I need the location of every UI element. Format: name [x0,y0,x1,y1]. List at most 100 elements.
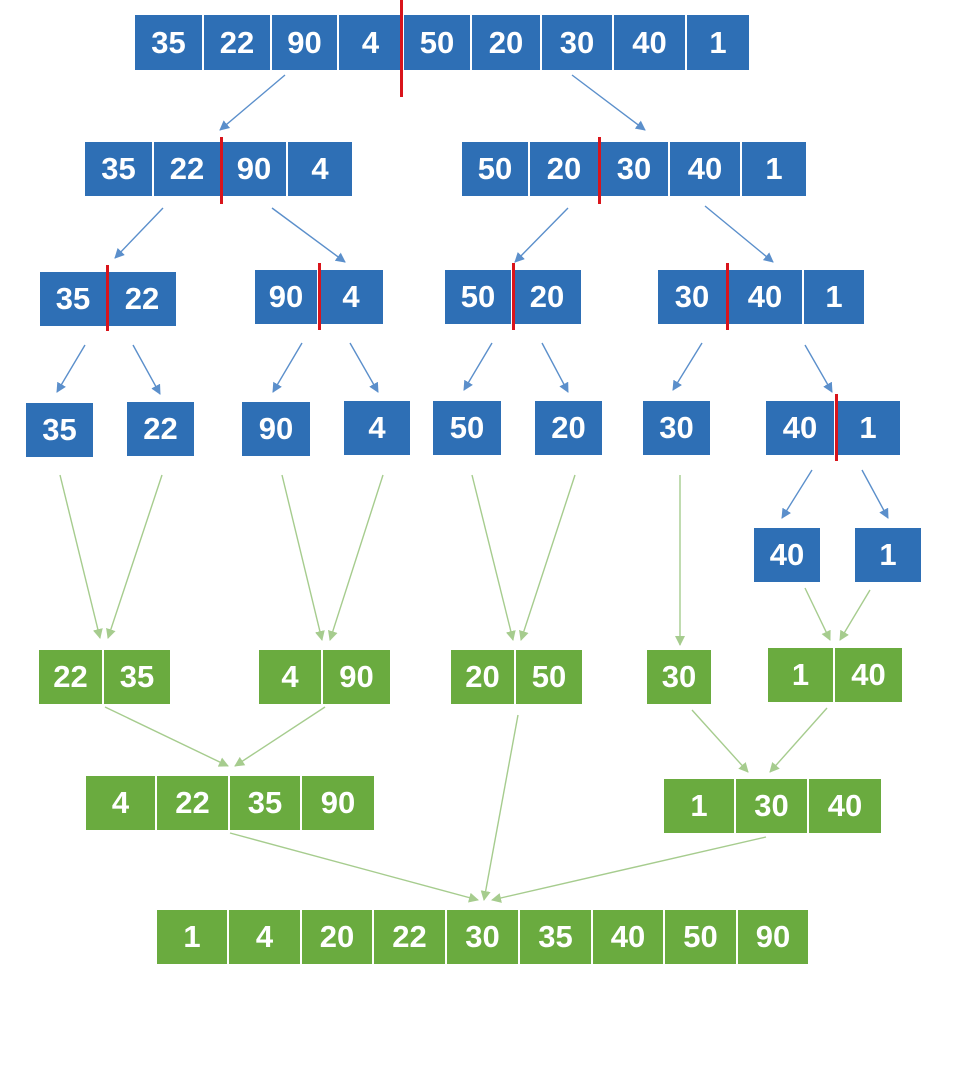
array-cell: 20 [302,910,374,964]
array-cell: 22 [127,402,194,456]
split-single-35: 35 [26,403,93,457]
split-single-50: 50 [433,401,501,455]
merge-arrow [804,587,831,641]
split-arrow [804,344,833,393]
array-cell: 40 [728,270,804,324]
array-cell: 22 [204,15,272,70]
array-cell: 20 [530,142,600,196]
split-arrow [272,342,303,393]
array-cell: 1 [742,142,806,196]
array-cell: 35 [40,272,108,326]
array-cell: 1 [836,401,900,455]
merge-arrow [106,474,163,639]
split-single-1: 1 [855,528,921,582]
split-divider [220,137,223,204]
split-single-30: 30 [643,401,710,455]
array-cell: 1 [157,910,229,964]
array-cell: 40 [835,648,902,702]
array-cell: 30 [600,142,670,196]
split-arrow [571,74,646,131]
array-cell: 22 [157,776,230,830]
merge-arrow [769,707,828,773]
split-single-40: 40 [754,528,820,582]
array-cell: 4 [344,401,410,455]
split-single-4: 4 [344,401,410,455]
array-cell: 40 [670,142,742,196]
split-arrow [672,342,703,391]
split-single-22: 22 [127,402,194,456]
split-arrow [219,74,286,131]
array-cell: 40 [766,401,836,455]
array-cell: 30 [643,401,710,455]
merge-arrow [480,714,519,901]
split-divider [598,137,601,204]
array-cell: 35 [26,403,93,457]
array-cell: 20 [451,650,516,704]
split-arrow [56,344,86,393]
split-single-90: 90 [242,402,310,456]
array-cell: 50 [516,650,582,704]
array-cell: 40 [593,910,665,964]
array-cell: 90 [738,910,808,964]
array-cell: 1 [855,528,921,582]
array-cell: 50 [665,910,738,964]
split-arrow [541,342,569,393]
array-cell: 4 [86,776,157,830]
array-cell: 30 [447,910,520,964]
array-cell: 30 [542,15,614,70]
array-cell: 20 [472,15,542,70]
array-cell: 35 [135,15,204,70]
array-cell: 50 [433,401,501,455]
split-single-20: 20 [535,401,602,455]
split-arrow [463,342,493,391]
array-cell: 50 [404,15,472,70]
split-arrow [781,469,813,519]
merge-arrow [229,832,479,903]
array-cell: 30 [658,270,728,324]
split-arrow [271,207,346,263]
merge-arrow [234,706,326,767]
array-cell: 90 [242,402,310,456]
merge-arrow [491,836,767,903]
split-arrow [704,205,774,263]
array-cell: 20 [535,401,602,455]
array-cell: 40 [614,15,687,70]
merge-arrow [471,474,516,641]
array-cell: 30 [736,779,809,833]
merge-arrow [104,706,229,767]
array-cell: 4 [319,270,383,324]
array-cell: 1 [664,779,736,833]
merge-arrow [327,474,384,641]
array-cell: 22 [108,272,176,326]
array-cell: 35 [520,910,593,964]
split-arrow [114,207,164,259]
array-cell: 90 [222,142,288,196]
split-divider [512,263,515,330]
merge-arrow [839,589,871,641]
array-cell: 90 [255,270,319,324]
array-cell: 50 [462,142,530,196]
merge-arrow [691,709,749,773]
array-cell: 20 [513,270,581,324]
array-cell: 1 [804,270,864,324]
split-divider [400,0,403,97]
array-cell: 4 [259,650,323,704]
split-divider [106,265,109,331]
array-cell: 90 [302,776,374,830]
array-cell: 1 [687,15,749,70]
